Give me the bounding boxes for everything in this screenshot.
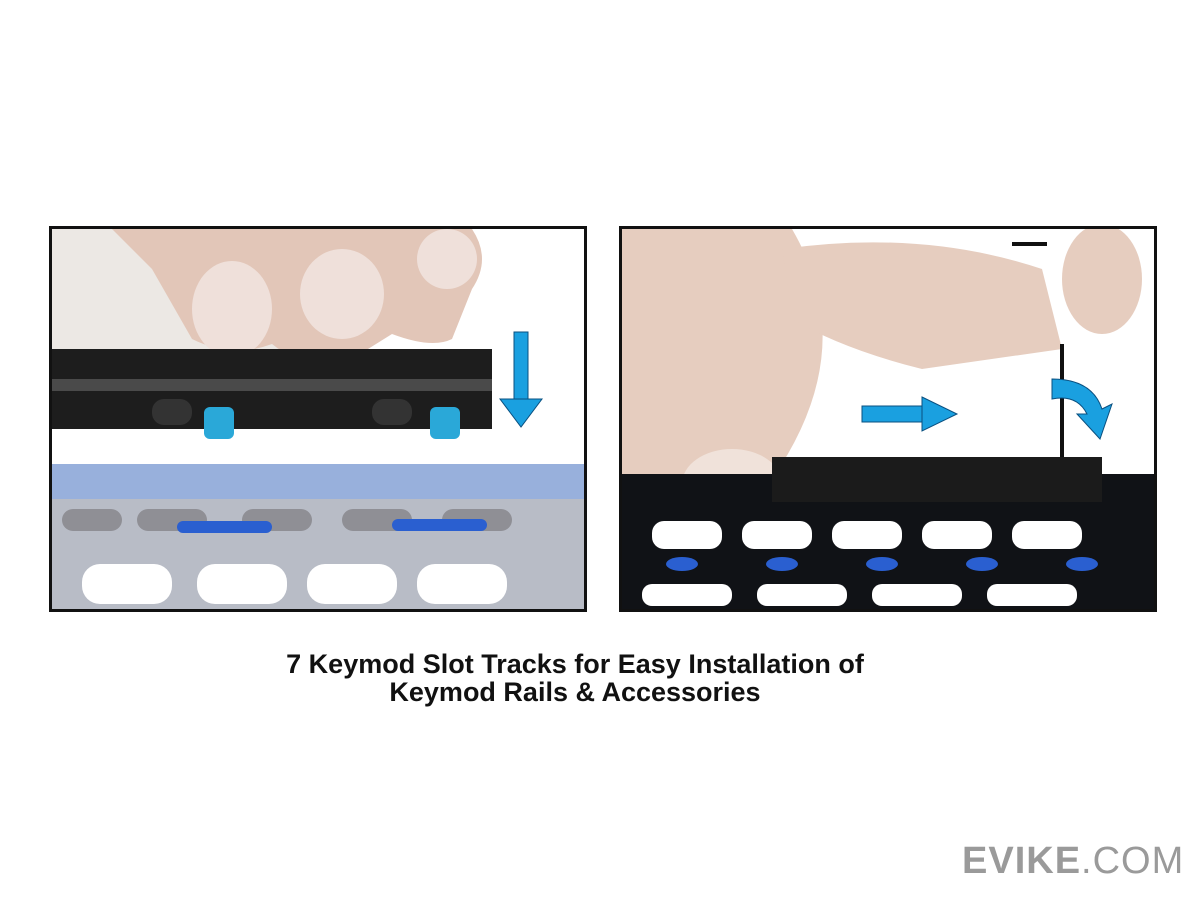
panel-slide-and-tighten [619,226,1157,612]
rail-section [772,457,1102,502]
keymod-nut-icon [430,407,460,439]
panel-attach-rail [49,226,587,612]
caption-line-1: 7 Keymod Slot Tracks for Easy Installati… [286,649,864,679]
handguard-illustration [52,464,584,609]
handguard-illustration [622,457,1154,609]
caption-line-2: Keymod Rails & Accessories [389,677,761,707]
keymod-nut-icon [204,407,234,439]
rotate-arrow-icon [1051,378,1113,440]
hand-illustration [112,229,482,362]
evike-logo: EVIKE.COM [962,840,1184,883]
right-arrow-icon [861,396,959,432]
logo-brand: EVIKE [962,840,1082,882]
hand-illustration [622,229,1142,519]
logo-suffix: .COM [1081,840,1185,882]
down-arrow-icon [499,331,543,428]
rail-section [52,349,492,439]
hex-key-icon [1012,242,1064,459]
